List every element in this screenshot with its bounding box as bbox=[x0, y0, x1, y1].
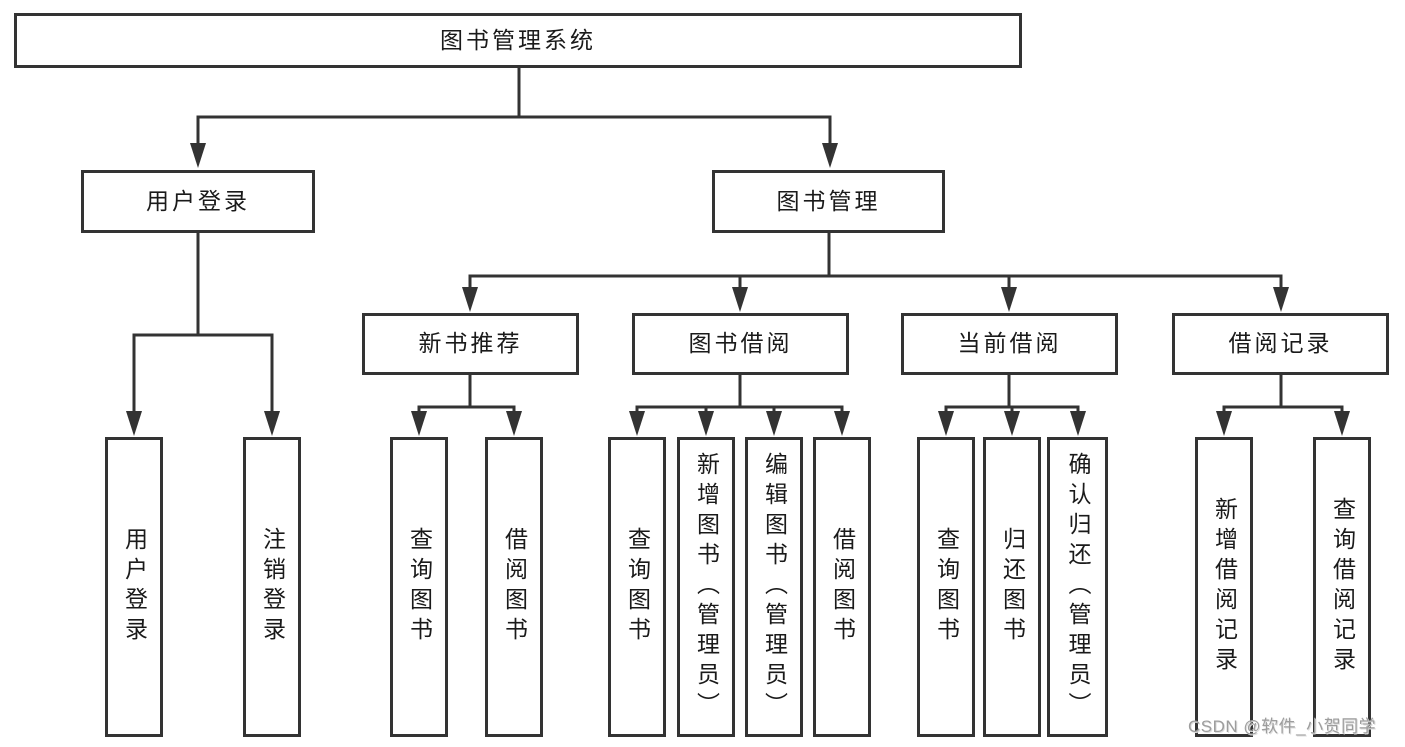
node-current-borrow-label: 当前借阅 bbox=[957, 330, 1062, 357]
leaf-search-books-borrow: 查询图书 bbox=[608, 437, 666, 737]
leaf-confirm-return-admin-label: 确认归还（管理员） bbox=[1065, 452, 1091, 722]
leaf-borrow-books-recommend: 借阅图书 bbox=[485, 437, 543, 737]
node-borrow-records: 借阅记录 bbox=[1172, 313, 1389, 375]
node-borrow-records-label: 借阅记录 bbox=[1228, 330, 1333, 357]
node-book-management: 图书管理 bbox=[712, 170, 945, 233]
node-new-book-recommend-label: 新书推荐 bbox=[418, 330, 523, 357]
node-new-book-recommend: 新书推荐 bbox=[362, 313, 579, 375]
node-root-label: 图书管理系统 bbox=[440, 26, 596, 53]
leaf-user-login-label: 用户登录 bbox=[121, 527, 148, 647]
leaf-add-book-admin-label: 新增图书（管理员） bbox=[693, 452, 720, 722]
leaf-logout-label: 注销登录 bbox=[259, 527, 286, 647]
node-current-borrow: 当前借阅 bbox=[901, 313, 1118, 375]
leaf-return-books-label: 归还图书 bbox=[999, 527, 1026, 647]
arrowheads bbox=[126, 143, 1350, 436]
leaf-add-borrow-record: 新增借阅记录 bbox=[1195, 437, 1253, 737]
node-book-borrow-label: 图书借阅 bbox=[688, 330, 793, 357]
node-user-login-label: 用户登录 bbox=[146, 187, 250, 214]
node-book-borrow: 图书借阅 bbox=[632, 313, 849, 375]
leaf-edit-book-admin: 编辑图书（管理员） bbox=[745, 437, 803, 737]
leaf-search-borrow-record-label: 查询借阅记录 bbox=[1329, 497, 1356, 677]
leaf-search-books-recommend-label: 查询图书 bbox=[406, 527, 433, 647]
node-root-library-management-system: 图书管理系统 bbox=[14, 13, 1022, 68]
leaf-search-books-current-label: 查询图书 bbox=[933, 527, 960, 647]
leaf-user-login: 用户登录 bbox=[105, 437, 163, 737]
leaf-search-books-borrow-label: 查询图书 bbox=[624, 527, 651, 647]
leaf-search-books-recommend: 查询图书 bbox=[390, 437, 448, 737]
leaf-add-borrow-record-label: 新增借阅记录 bbox=[1211, 497, 1238, 677]
node-user-login: 用户登录 bbox=[81, 170, 315, 233]
leaf-edit-book-admin-label: 编辑图书（管理员） bbox=[761, 452, 788, 722]
connector-paths bbox=[132, 68, 1344, 414]
leaf-search-borrow-record: 查询借阅记录 bbox=[1313, 437, 1371, 737]
leaf-return-books: 归还图书 bbox=[983, 437, 1041, 737]
leaf-add-book-admin: 新增图书（管理员） bbox=[677, 437, 735, 737]
leaf-borrow-books-recommend-label: 借阅图书 bbox=[501, 527, 528, 647]
leaf-logout: 注销登录 bbox=[243, 437, 301, 737]
leaf-confirm-return-admin: 确认归还（管理员） bbox=[1047, 437, 1108, 737]
leaf-borrow-books-label: 借阅图书 bbox=[829, 527, 856, 647]
node-book-management-label: 图书管理 bbox=[776, 187, 881, 214]
leaf-borrow-books: 借阅图书 bbox=[813, 437, 871, 737]
csdn-watermark: CSDN @软件_小贺同学 bbox=[1188, 717, 1377, 736]
leaf-search-books-current: 查询图书 bbox=[917, 437, 975, 737]
